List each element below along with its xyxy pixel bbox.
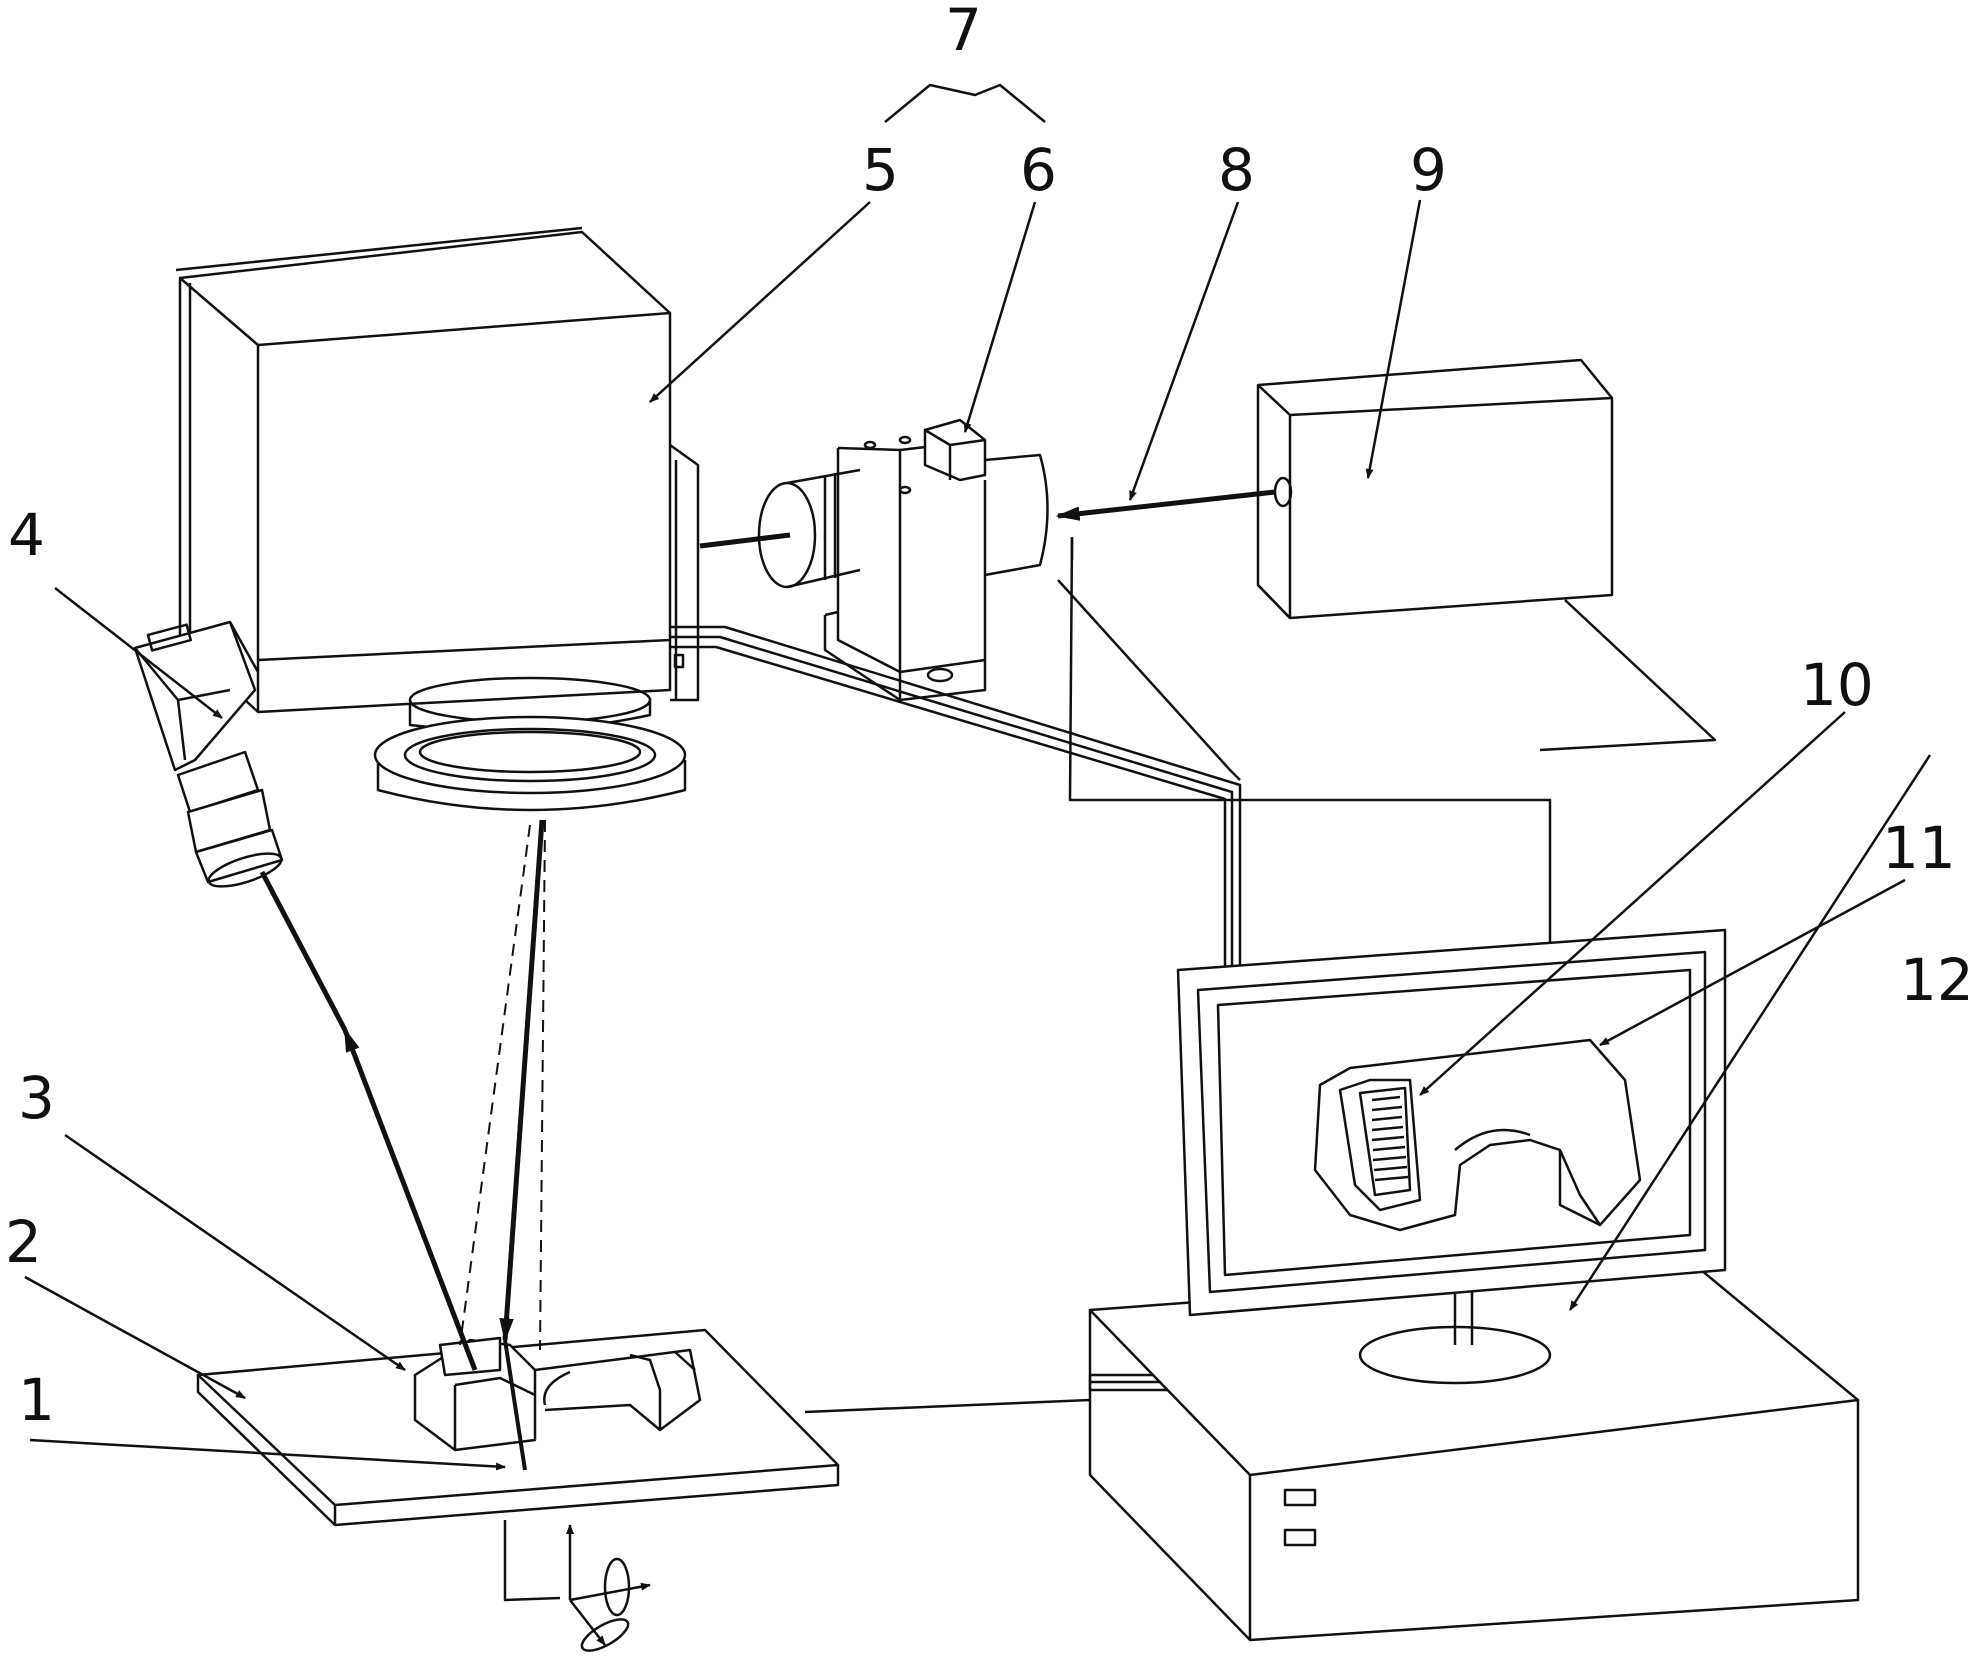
mounting-table — [1057, 537, 1241, 781]
collimator-mount — [757, 418, 1049, 702]
label-8: 8 — [1218, 136, 1255, 204]
laser-source-box — [1256, 358, 1717, 752]
label-12: 12 — [1900, 946, 1974, 1014]
label-4: 4 — [8, 501, 45, 569]
label-9: 9 — [1410, 136, 1447, 204]
label-3: 3 — [18, 1064, 55, 1132]
computer-base — [1088, 1263, 1860, 1642]
callout-labels: 7 5 6 8 9 4 10 11 12 3 2 1 — [5, 0, 1974, 1434]
monitor — [1176, 928, 1727, 1317]
label-5: 5 — [862, 136, 899, 204]
label-1: 1 — [18, 1366, 55, 1434]
label-10: 10 — [1800, 651, 1874, 719]
leader-lines — [24, 199, 1932, 1471]
label-6: 6 — [1020, 136, 1057, 204]
workpiece — [413, 1336, 702, 1452]
group-bracket-7 — [884, 83, 1046, 123]
laser-beams — [259, 489, 1276, 1471]
label-7: 7 — [945, 0, 982, 64]
label-11: 11 — [1882, 814, 1956, 882]
label-2: 2 — [5, 1208, 42, 1276]
galvo-scanner-head — [175, 226, 700, 812]
